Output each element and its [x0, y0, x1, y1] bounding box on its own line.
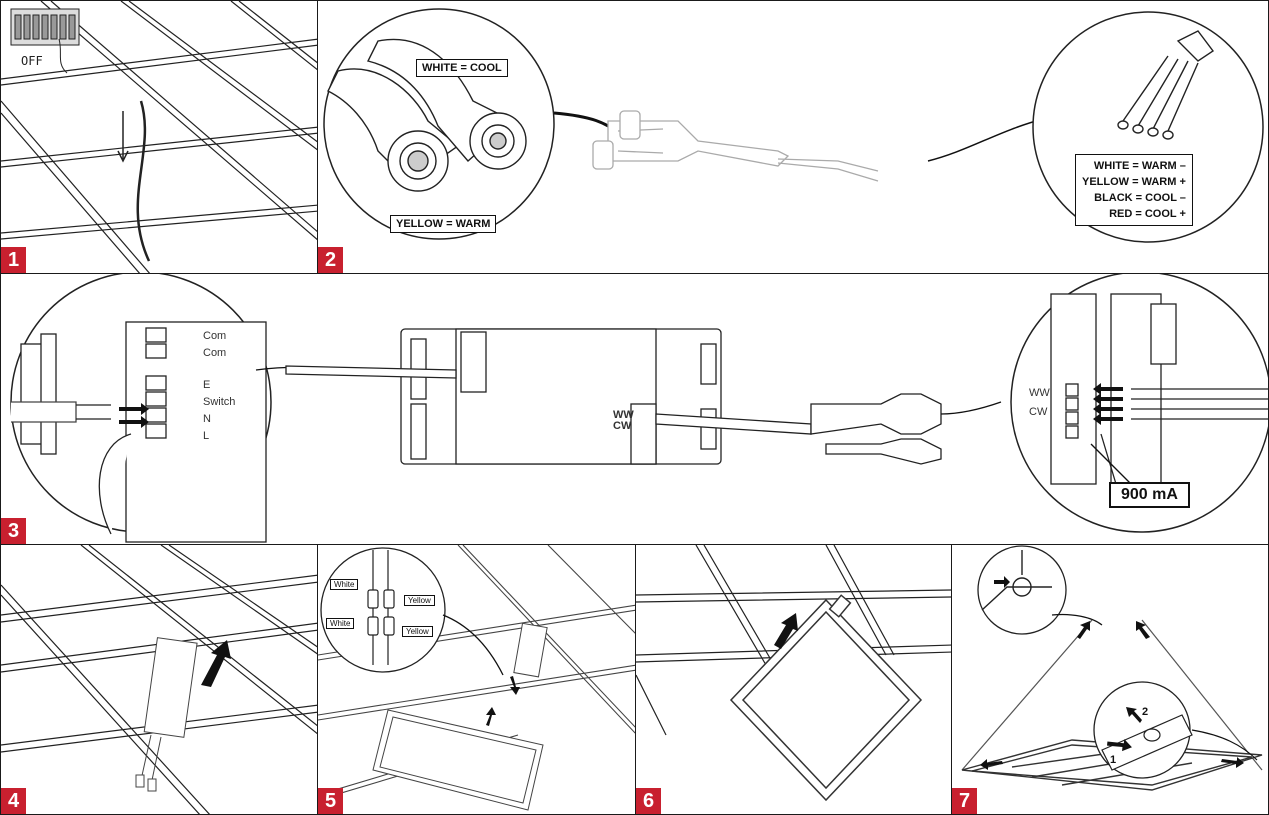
arrow-left-icon: [980, 759, 1003, 770]
legend-line: RED = COOL +: [1109, 208, 1186, 220]
panel-wire-connect-illustration: [318, 545, 635, 811]
step-3-badge: 3: [1, 518, 26, 544]
callout-1: 1: [1110, 754, 1116, 766]
step-5-panel: White Yellow White Yellow 5: [317, 544, 636, 815]
step-7-badge: 7: [952, 788, 977, 814]
step-3-panel: Com Com E Switch N L: [0, 273, 1269, 545]
arrow-up-icon: [201, 640, 231, 687]
step-4-panel: 4: [0, 544, 318, 815]
legend-line: WHITE = WARM –: [1093, 160, 1186, 172]
current-rating-label: 900 mA: [1109, 482, 1190, 508]
wire-label-white: White: [330, 579, 359, 590]
step-2-panel: WHITE = COOL YELLOW = WARM WHITE = WARM …: [317, 0, 1269, 274]
callout-2: 2: [1142, 706, 1148, 718]
cable-connector-illustration: [323, 8, 1264, 243]
arrow-up-icon: [1077, 621, 1090, 639]
panel-insert-illustration: [636, 545, 951, 802]
step-2-badge: 2: [318, 247, 343, 273]
suspension-install-illustration: 1 2: [961, 545, 1263, 791]
driver-in-ceiling-illustration: [1, 545, 317, 814]
driver-cw-label: CW: [613, 420, 632, 432]
arrow-up-icon: [1136, 621, 1150, 639]
arrow-icon-2: [1126, 707, 1142, 723]
step-4-badge: 4: [1, 788, 26, 814]
off-label: OFF: [21, 54, 43, 68]
step-6-panel: 6: [635, 544, 952, 815]
arrow-up-icon: [774, 613, 798, 649]
terminal-e: E: [203, 379, 210, 391]
ceiling-grid-illustration: OFF: [1, 1, 317, 273]
wire-label-white: White: [326, 618, 355, 629]
arrow-right-icon: [994, 576, 1010, 588]
led-driver-box: [285, 328, 942, 465]
arrow-icon-1: [1107, 739, 1132, 752]
step-1-panel: OFF 1: [0, 0, 318, 274]
terminal-com-1: Com: [203, 330, 226, 342]
terminal-com-2: Com: [203, 347, 226, 359]
terminal-n: N: [203, 413, 211, 425]
driver-unit: [135, 637, 198, 792]
wire-label-yellow: Yellow: [402, 626, 433, 637]
yellow-warm-label: YELLOW = WARM: [390, 215, 497, 233]
ww-label: WW: [1029, 387, 1050, 399]
terminal-switch: Switch: [203, 396, 235, 408]
arrow-up-icon: [486, 707, 496, 726]
wire-label-yellow: Yellow: [404, 595, 435, 606]
arrow-right-icon: [1221, 757, 1244, 768]
driver-ww-label: WW: [613, 409, 634, 421]
step-1-badge: 1: [1, 247, 26, 273]
terminal-l: L: [203, 430, 209, 442]
breaker-box-icon: [10, 8, 80, 74]
arrow-down-icon: [510, 676, 520, 695]
step-5-badge: 5: [318, 788, 343, 814]
step-6-badge: 6: [636, 788, 661, 814]
led-panel: [729, 594, 923, 802]
step-7-panel: 1 2 7: [951, 544, 1269, 815]
white-cool-label: WHITE = COOL: [416, 59, 508, 77]
cw-label: CW: [1029, 406, 1048, 418]
legend-line: BLACK = COOL –: [1094, 192, 1186, 204]
legend-line: YELLOW = WARM +: [1082, 176, 1186, 188]
wire-color-legend: WHITE = WARM – YELLOW = WARM + BLACK = C…: [1075, 154, 1193, 226]
driver-wiring-illustration: Com Com E Switch N L: [10, 274, 1268, 543]
